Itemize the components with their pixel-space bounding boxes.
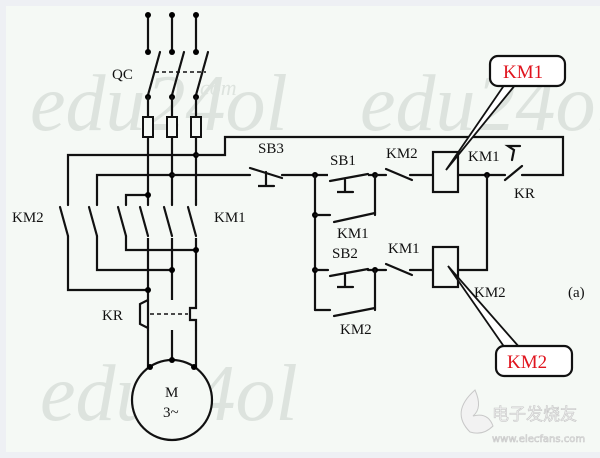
kr-thermal: KR (102, 298, 202, 332)
km2-hold-label: KM2 (340, 322, 372, 338)
km2-nc-label: KM2 (386, 146, 418, 162)
km1-power-label: KM1 (214, 210, 246, 226)
km1-nc-label: KM1 (388, 241, 420, 257)
callout-km2: KM2 (447, 265, 574, 378)
motor-phase-label: 3~ (163, 405, 179, 421)
motor-label: M (165, 385, 178, 401)
kr-control-label: KR (514, 186, 535, 202)
control-circuit: SB3 SB1 KM2 KM1 KR KM1 SB2 KM1 KM (170, 135, 585, 338)
sb1-label: SB1 (330, 153, 356, 169)
watermark-sub: com (200, 75, 237, 100)
sb2-label: SB2 (332, 246, 358, 262)
figure-tag: (a) (568, 285, 585, 301)
qc-switch: QC (112, 50, 210, 100)
km2-coil-label: KM2 (474, 285, 506, 301)
watermark-site: edu24ol (30, 60, 288, 148)
sb3-label: SB3 (258, 141, 284, 157)
callout-km2-text: KM2 (507, 352, 547, 373)
km-power-contacts: KM2 KM1 (12, 152, 246, 293)
km1-coil (431, 150, 460, 194)
circuit-svg: edu24ol edu24ol edu24ol com QC KM (12, 12, 600, 445)
logo-url: www.elecfans.com (492, 434, 585, 445)
motor: M 3~ (130, 357, 214, 442)
km2-coil (431, 245, 460, 289)
km2-power-label: KM2 (12, 210, 44, 226)
callout-km1-text: KM1 (503, 62, 543, 83)
kr-power-label: KR (102, 308, 123, 324)
callout-km1: KM1 (445, 54, 567, 171)
km1-hold-label: KM1 (337, 226, 369, 242)
logo-cn: 电子发烧友 (492, 405, 577, 425)
elecfans-logo: 电子发烧友 www.elecfans.com (460, 389, 585, 445)
circuit-diagram: edu24ol edu24ol edu24ol com QC KM (6, 6, 600, 452)
supply-lines (145, 12, 199, 55)
qc-label: QC (112, 67, 133, 83)
km1-aux-label: KM1 (468, 149, 500, 165)
